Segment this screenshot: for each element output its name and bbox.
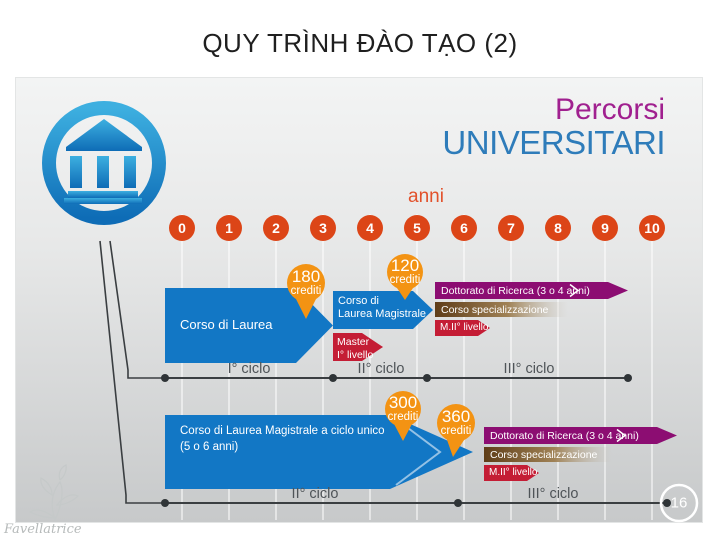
master-line1: Master	[337, 336, 370, 348]
heading-universitari: UNIVERSITARI	[442, 124, 665, 161]
year-marker-10: 10	[639, 215, 665, 241]
dottorato-label-2: Dottorato di Ricerca (3 o 4 anni)	[490, 430, 639, 442]
year-marker-5: 5	[404, 215, 430, 241]
year-marker-8: 8	[545, 215, 571, 241]
year-marker-1: 1	[216, 215, 242, 241]
infographic-heading: Percorsi UNIVERSITARI	[442, 93, 665, 161]
year-marker-2: 2	[263, 215, 289, 241]
master-label: Master I° livello	[337, 336, 373, 361]
magistrale-line2: Laurea Magistrale	[338, 308, 427, 321]
credits-300-text: 300 crediti	[379, 394, 427, 424]
magistrale-line1: Corso di	[338, 295, 379, 307]
year-marker-7: 7	[498, 215, 524, 241]
credits-360-text: 360 crediti	[432, 408, 480, 438]
heading-percorsi: Percorsi	[554, 93, 665, 126]
year-marker-0: 0	[169, 215, 195, 241]
year-marker-9: 9	[592, 215, 618, 241]
credits-360-value: 360	[441, 407, 471, 426]
magistrale-label: Corso di Laurea Magistrale	[338, 295, 426, 321]
ciclounico-line2: (5 o 6 anni)	[180, 440, 239, 453]
m2-label-1: M.II° livello	[440, 322, 489, 333]
ciclounico-label: Corso di Laurea Magistrale a ciclo unico…	[180, 424, 385, 455]
watermark-text: Favellatrice	[4, 522, 82, 537]
laurea-label: Corso di Laurea	[180, 317, 273, 332]
m2-label-2: M.II° livello	[489, 467, 538, 478]
dottorato-label-1: Dottorato di Ricerca (3 o 4 anni)	[441, 285, 590, 297]
credits-360-unit: crediti	[440, 425, 472, 437]
credits-120-value: 120	[390, 256, 420, 275]
ciclounico-line1: Corso di Laurea Magistrale a ciclo unico	[180, 425, 385, 437]
cycle-label-1-1: I° ciclo	[227, 361, 271, 377]
year-marker-4: 4	[357, 215, 383, 241]
credits-180-value: 180	[291, 267, 321, 286]
credits-180-unit: crediti	[290, 285, 322, 297]
page-title: QUY TRÌNH ĐÀO TẠO (2)	[202, 28, 518, 58]
cycle-label-1-3: III° ciclo	[503, 361, 555, 377]
years-axis-label: anni	[408, 186, 444, 207]
year-marker-3: 3	[310, 215, 336, 241]
credits-120-text: 120 crediti	[381, 257, 429, 287]
specializzazione-label-2: Corso specializzazione	[490, 449, 598, 461]
year-marker-6: 6	[451, 215, 477, 241]
cycle-label-2-2: III° ciclo	[527, 486, 579, 502]
credits-300-value: 300	[388, 393, 418, 412]
specializzazione-label-1: Corso specializzazione	[441, 304, 549, 316]
credits-120-unit: crediti	[389, 274, 421, 286]
cycle-label-2-1: II° ciclo	[291, 486, 339, 502]
master-line2: I° livello	[337, 348, 374, 361]
credits-180-text: 180 crediti	[282, 268, 330, 298]
page-number: 16	[670, 494, 688, 512]
credits-300-unit: crediti	[387, 411, 419, 423]
cycle-label-1-2: II° ciclo	[357, 361, 405, 377]
